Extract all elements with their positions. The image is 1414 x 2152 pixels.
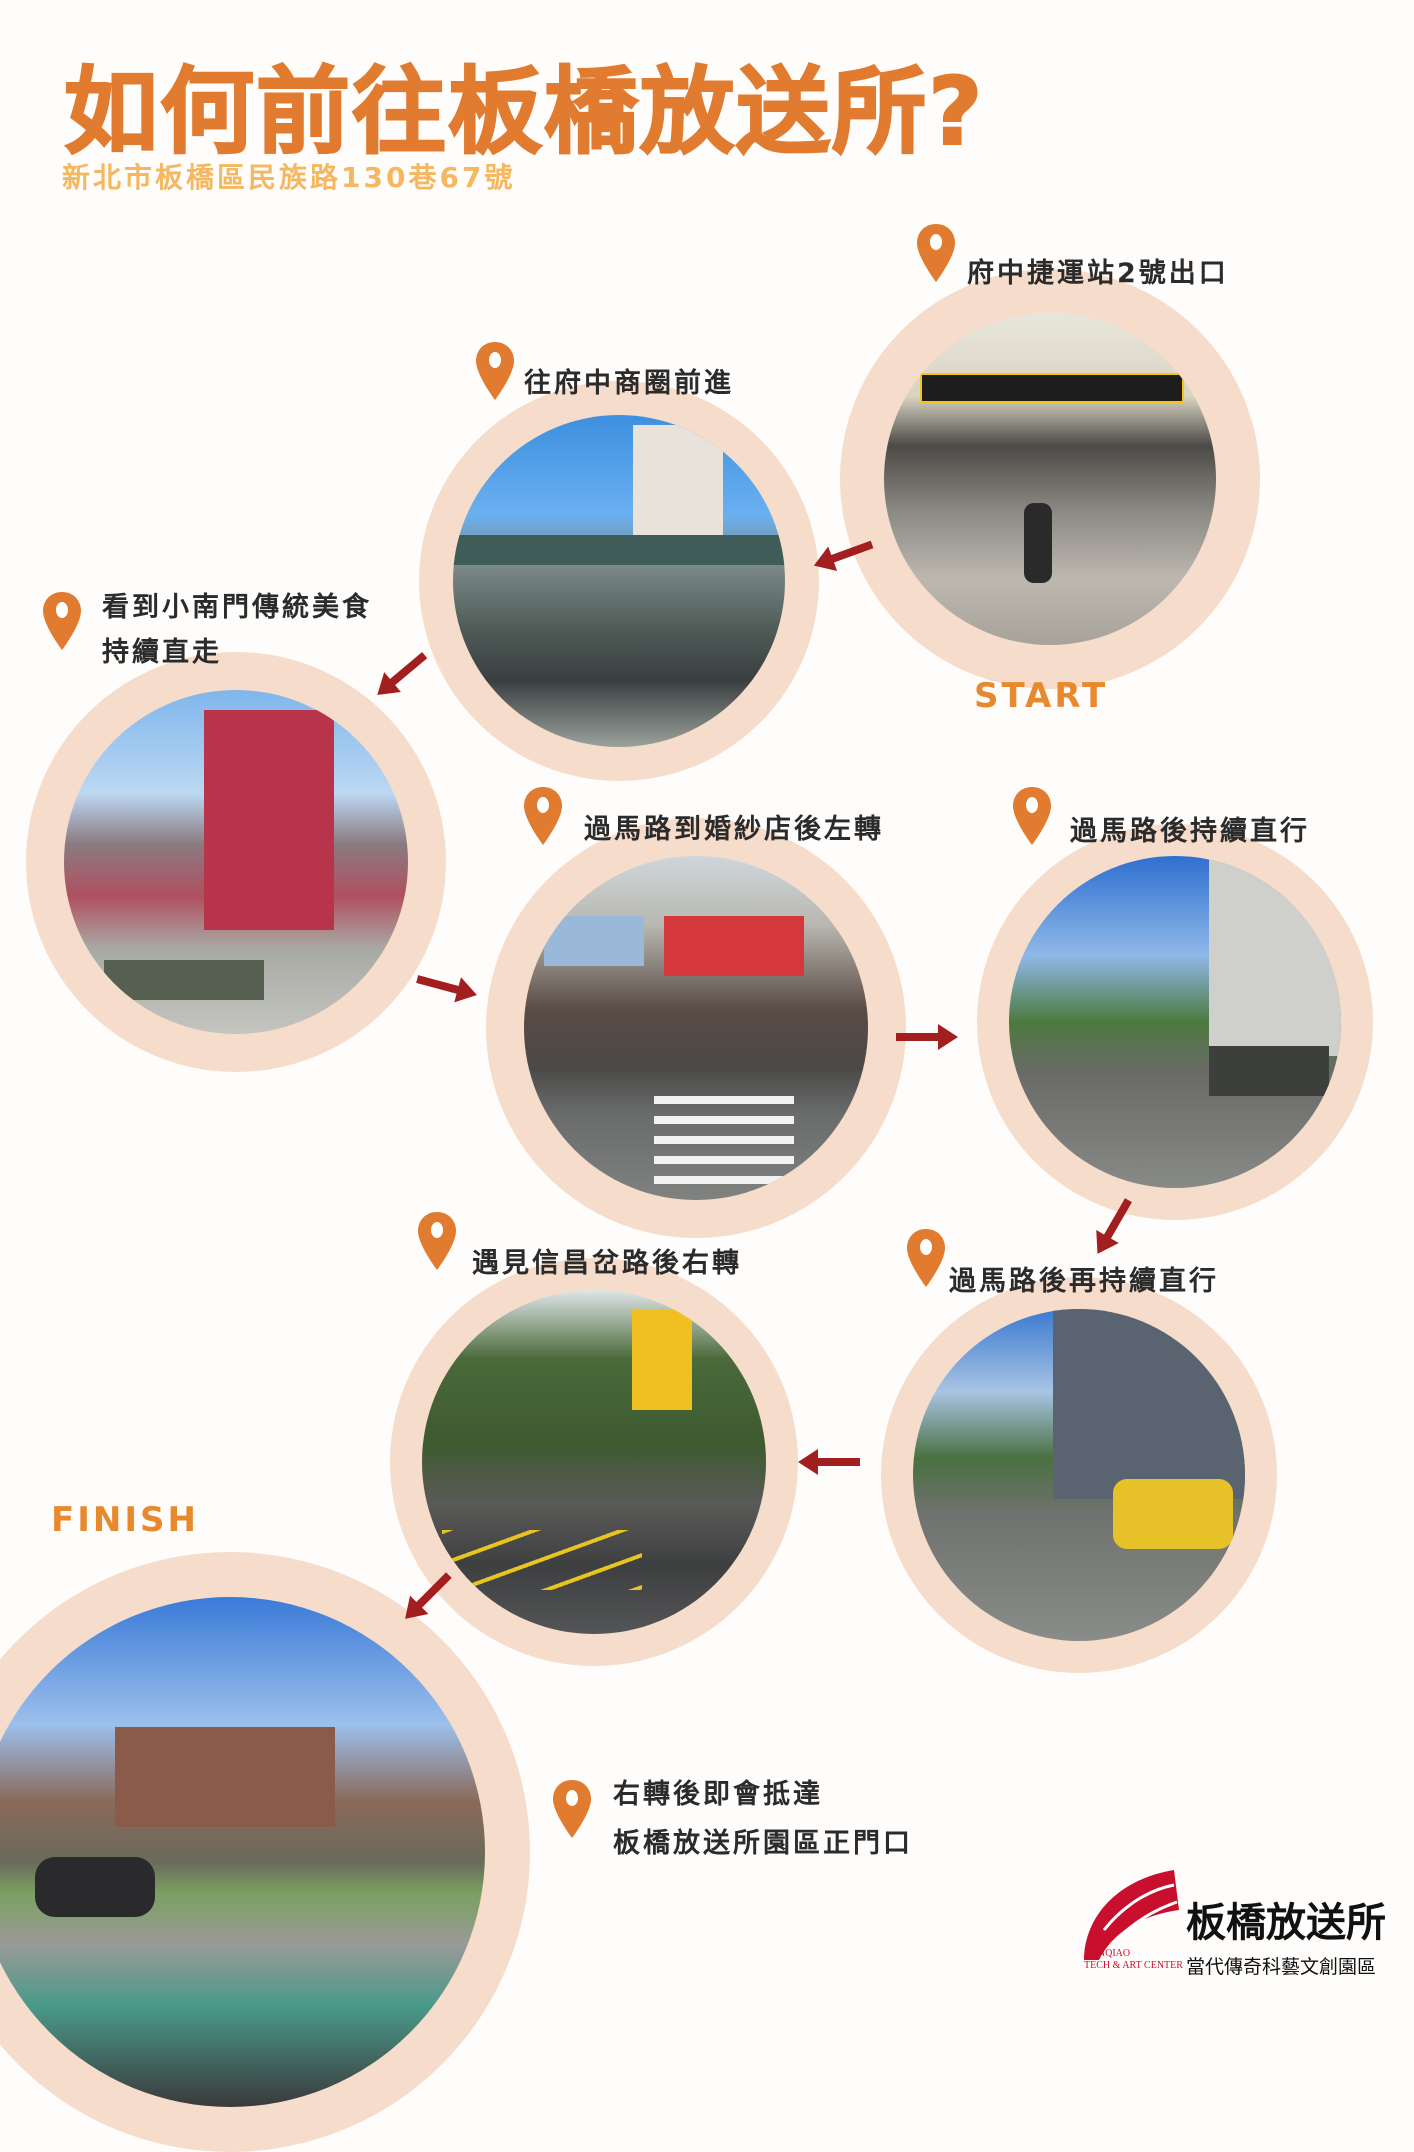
shop-sign <box>664 916 804 976</box>
location-pin-icon <box>917 224 955 282</box>
building <box>115 1727 335 1827</box>
step-4-label: 過馬路到婚紗店後左轉 <box>584 814 884 845</box>
photo-xinchang-fork <box>422 1290 766 1634</box>
location-pin-icon <box>553 1780 591 1838</box>
photo-mrt-exit <box>884 313 1216 645</box>
step-7-label: 遇見信昌岔路後右轉 <box>472 1248 742 1279</box>
location-pin-icon <box>476 342 514 400</box>
step-8-label-line2: 板橋放送所園區正門口 <box>613 1828 913 1859</box>
person-figure <box>1024 503 1052 583</box>
station-sign <box>920 373 1184 403</box>
arrow-icon <box>813 540 874 571</box>
location-pin-icon <box>418 1212 456 1270</box>
step-8-label-line1: 右轉後即會抵達 <box>613 1779 823 1810</box>
step-3-label-line1: 看到小南門傳統美食 <box>102 592 372 623</box>
truck <box>1209 1046 1329 1096</box>
start-marker: START <box>974 676 1109 716</box>
shop-sign <box>632 1310 692 1410</box>
banqiao-logo: BANQIAO TECH & ART CENTER 板橋放送所 當代傳奇科藝文創… <box>1074 1866 1394 1986</box>
arrow-icon <box>405 1572 452 1619</box>
planter <box>104 960 264 1000</box>
photo-second-crossing <box>913 1309 1245 1641</box>
arrow-icon <box>377 652 428 695</box>
canopy <box>453 535 785 565</box>
location-pin-icon <box>524 787 562 845</box>
step-1-label: 府中捷運站2號出口 <box>967 258 1229 289</box>
taxi <box>1113 1479 1233 1549</box>
arrow-icon <box>1096 1198 1132 1254</box>
photo-road-crossing <box>1009 856 1341 1188</box>
logo-english: BANQIAO TECH & ART CENTER <box>1084 1948 1183 1971</box>
step-2-label: 往府中商圈前進 <box>524 368 734 399</box>
page-title: 如何前往板橋放送所? <box>63 57 985 168</box>
building <box>1209 856 1341 1056</box>
building <box>204 710 334 930</box>
crosswalk <box>654 1096 794 1186</box>
location-pin-icon <box>1013 787 1051 845</box>
arrow-icon <box>896 1024 958 1050</box>
building <box>633 425 723 545</box>
logo-name: 板橋放送所 <box>1186 1899 1386 1946</box>
photo-xiaonanmen <box>64 690 408 1034</box>
shop-sign <box>544 916 644 966</box>
scooters <box>35 1857 155 1917</box>
location-pin-icon <box>907 1229 945 1287</box>
finish-marker: FINISH <box>51 1500 199 1540</box>
photo-fuzhong-district <box>453 415 785 747</box>
step-3-label-line2: 持續直走 <box>102 637 222 668</box>
step-5-label: 過馬路後持續直行 <box>1070 816 1310 847</box>
arrow-icon <box>798 1449 860 1475</box>
building <box>1053 1309 1245 1499</box>
photo-wedding-shop <box>524 856 868 1200</box>
location-pin-icon <box>43 592 81 650</box>
arrow-icon <box>416 975 477 1003</box>
logo-fan-icon <box>1084 1870 1179 1960</box>
address: 新北市板橋區民族路130巷67號 <box>62 161 516 194</box>
road-markings <box>442 1530 642 1590</box>
logo-subtitle: 當代傳奇科藝文創園區 <box>1186 1956 1377 1978</box>
step-6-label: 過馬路後再持續直行 <box>949 1266 1219 1297</box>
